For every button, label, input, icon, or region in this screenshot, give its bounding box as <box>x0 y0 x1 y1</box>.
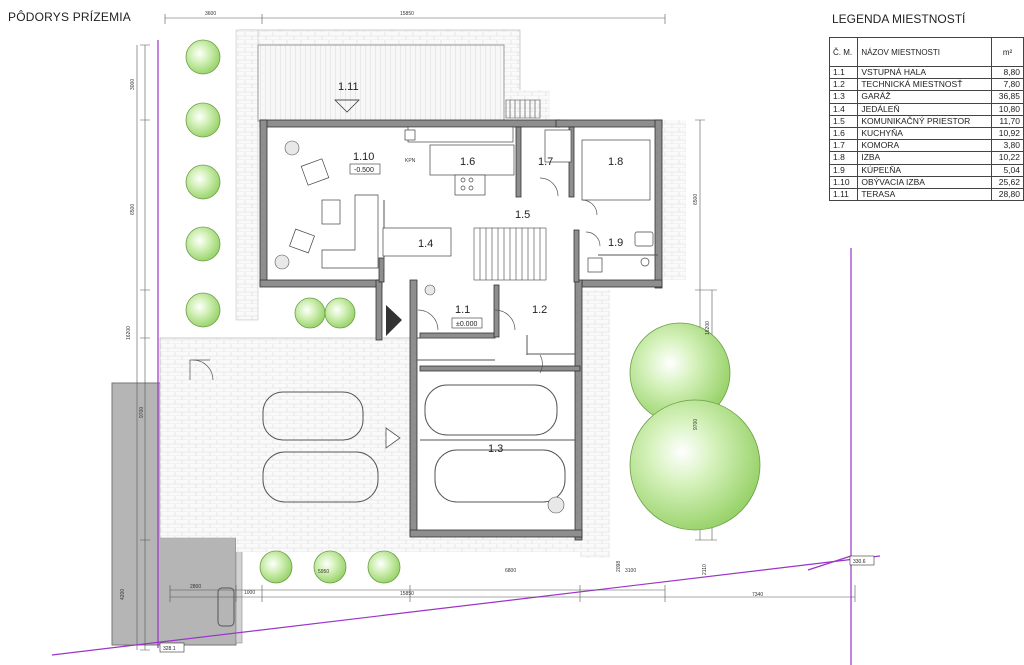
dim-bottom-e: 6800 <box>505 568 516 574</box>
marker-right: 330.6 <box>853 559 866 565</box>
dim-bottom-g: 2098 <box>616 561 622 572</box>
dim-bottom-a: 2800 <box>190 584 201 590</box>
trees <box>185 39 761 584</box>
level-hall: ±0.000 <box>456 321 477 328</box>
dim-bottom-h: 2110 <box>702 564 708 575</box>
room-labels: 1.11 1.10 1.6 1.7 1.8 1.5 1.4 1.9 1.1 1.… <box>338 81 623 455</box>
room-label-1-9: 1.9 <box>608 237 623 249</box>
property-line <box>51 40 881 665</box>
dim-top-left: 3600 <box>205 11 216 17</box>
level-living: -0.500 <box>354 167 374 174</box>
kitchen-furniture: KPN <box>404 126 515 196</box>
room-label-1-7: 1.7 <box>538 156 553 168</box>
dim-left-total: 16200 <box>126 326 132 340</box>
legend-header-no: Č. M. <box>828 37 859 67</box>
garage-arrow <box>385 427 401 449</box>
dim-bottom-b: 1000 <box>244 590 255 596</box>
kitchen-small-tag: KPN <box>405 158 416 164</box>
dim-top-main: 15850 <box>400 11 414 17</box>
living-furniture <box>289 129 572 269</box>
room-label-1-3: 1.3 <box>488 443 503 455</box>
entrance-arrow <box>386 305 402 336</box>
dim-right-b: 16200 <box>705 321 711 335</box>
marker-left: 328.1 <box>163 646 176 652</box>
staircase <box>473 99 547 281</box>
potted-plants <box>274 140 565 514</box>
dim-left-c: 9700 <box>139 407 145 418</box>
room-label-1-5: 1.5 <box>515 209 530 221</box>
room-label-1-4: 1.4 <box>418 238 433 250</box>
room-label-1-11: 1.11 <box>338 81 359 93</box>
legend-title: LEGENDA MIESTNOSTÍ <box>832 12 966 26</box>
dim-bottom-f: 3100 <box>625 568 636 574</box>
room-label-1-8: 1.8 <box>608 156 623 168</box>
legend-header-name: NÁZOV MIESTNOSTI <box>857 37 993 67</box>
legend-room-area: 28,80 <box>991 187 1024 202</box>
room-label-1-6: 1.6 <box>460 156 475 168</box>
dimension-texts: 3600 15850 3000 6500 16200 9700 4200 650… <box>120 11 763 600</box>
dim-bottom-c: 5950 <box>318 569 329 575</box>
dim-bottom-d: 15850 <box>400 591 414 597</box>
dim-right-c: 9700 <box>693 419 699 430</box>
room-label-1-1: 1.1 <box>455 304 470 316</box>
room-label-1-2: 1.2 <box>532 304 547 316</box>
plan-title: PÔDORYS PRÍZEMIA <box>8 10 132 24</box>
dim-left-d: 4200 <box>120 589 126 600</box>
garage-cars <box>217 384 566 627</box>
room-label-1-10: 1.10 <box>353 151 374 163</box>
dim-right-a: 6500 <box>693 194 699 205</box>
dim-left-a: 3000 <box>130 79 136 90</box>
dim-left-b: 6500 <box>130 204 136 215</box>
doors <box>189 177 601 381</box>
bed <box>581 139 651 201</box>
terrace-deck <box>257 44 505 122</box>
dim-bottom-i: 7340 <box>752 592 763 598</box>
legend-room-no: 1.11 <box>828 187 859 202</box>
bathroom-fixtures <box>587 231 654 273</box>
